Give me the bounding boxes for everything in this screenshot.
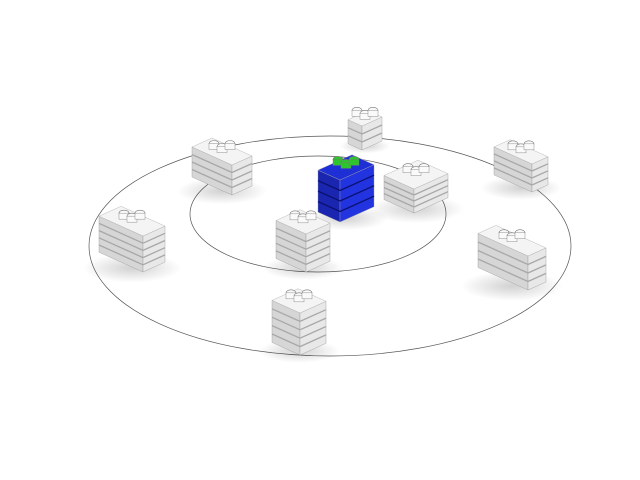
- rooftop-pod-wall: [301, 292, 313, 300]
- floor-line: [271, 325, 301, 339]
- floor-line: [275, 227, 307, 243]
- floor-line: [299, 317, 327, 331]
- rooftop-pod-wall: [418, 166, 430, 173]
- building-left: [82, 206, 182, 283]
- floor-line: [142, 254, 166, 266]
- building-top-left: [177, 137, 267, 205]
- rooftop-pod-wall: [224, 143, 236, 150]
- floor-line: [317, 190, 341, 202]
- floor-line: [493, 160, 533, 179]
- floor-line: [142, 247, 166, 259]
- floor-line: [527, 255, 547, 266]
- rooftop-pod-wall: [514, 232, 526, 239]
- floor-line: [383, 192, 415, 208]
- floor-line: [98, 222, 144, 244]
- floor-line: [477, 258, 529, 283]
- floor-line: [527, 272, 547, 283]
- rooftop-pod-wall: [367, 110, 379, 117]
- floor-line: [271, 308, 301, 322]
- building-top-center: [339, 107, 391, 154]
- floor-line: [299, 309, 327, 322]
- rooftop-pod-wall: [134, 212, 146, 220]
- floor-line: [98, 230, 144, 251]
- floor-line: [493, 167, 533, 186]
- rooftop-pod-wall: [348, 159, 360, 166]
- floor-line: [317, 180, 341, 192]
- floor-line: [231, 177, 253, 189]
- floor-line: [531, 170, 549, 179]
- floor-line: [361, 132, 383, 143]
- floor-line: [231, 162, 253, 174]
- floor-line: [98, 237, 144, 259]
- floor-line: [531, 163, 549, 172]
- floor-line: [477, 249, 529, 274]
- floor-line: [191, 153, 233, 174]
- floor-line: [383, 180, 415, 196]
- floor-line: [339, 174, 375, 192]
- rooftop-pod-wall: [305, 213, 317, 221]
- floor-line: [527, 264, 547, 274]
- floor-line: [413, 179, 449, 196]
- building-front: [258, 288, 340, 363]
- floor-line: [299, 325, 327, 339]
- floor-line: [305, 245, 331, 258]
- floor-line: [305, 253, 331, 265]
- floor-line: [361, 124, 383, 135]
- floor-line: [339, 185, 375, 202]
- floor-line: [347, 135, 363, 143]
- floor-line: [142, 239, 166, 251]
- building-right: [461, 225, 563, 301]
- floor-line: [339, 195, 375, 213]
- floor-line: [305, 230, 331, 243]
- building-top-right: [480, 139, 562, 200]
- floor-line: [191, 161, 233, 181]
- floor-line: [275, 242, 307, 258]
- floor-line: [413, 185, 449, 202]
- floor-line: [271, 333, 301, 348]
- floor-line: [231, 170, 253, 181]
- floor-line: [271, 316, 301, 331]
- floor-line: [305, 237, 331, 250]
- floor-line: [413, 191, 449, 208]
- floor-line: [142, 232, 166, 244]
- floor-line: [317, 201, 341, 213]
- floor-line: [275, 250, 307, 265]
- floor-line: [191, 168, 233, 189]
- floor-line: [347, 127, 363, 135]
- floor-line: [275, 235, 307, 250]
- floor-line: [531, 177, 549, 186]
- floor-line: [477, 241, 529, 266]
- building-center-right: [368, 159, 464, 224]
- floor-line: [493, 153, 533, 172]
- floor-line: [98, 244, 144, 266]
- building-center-front: [262, 209, 344, 280]
- rooftop-pod-wall: [523, 143, 535, 151]
- floor-line: [383, 186, 415, 202]
- buildings-group: [82, 107, 563, 363]
- floor-line: [299, 334, 327, 348]
